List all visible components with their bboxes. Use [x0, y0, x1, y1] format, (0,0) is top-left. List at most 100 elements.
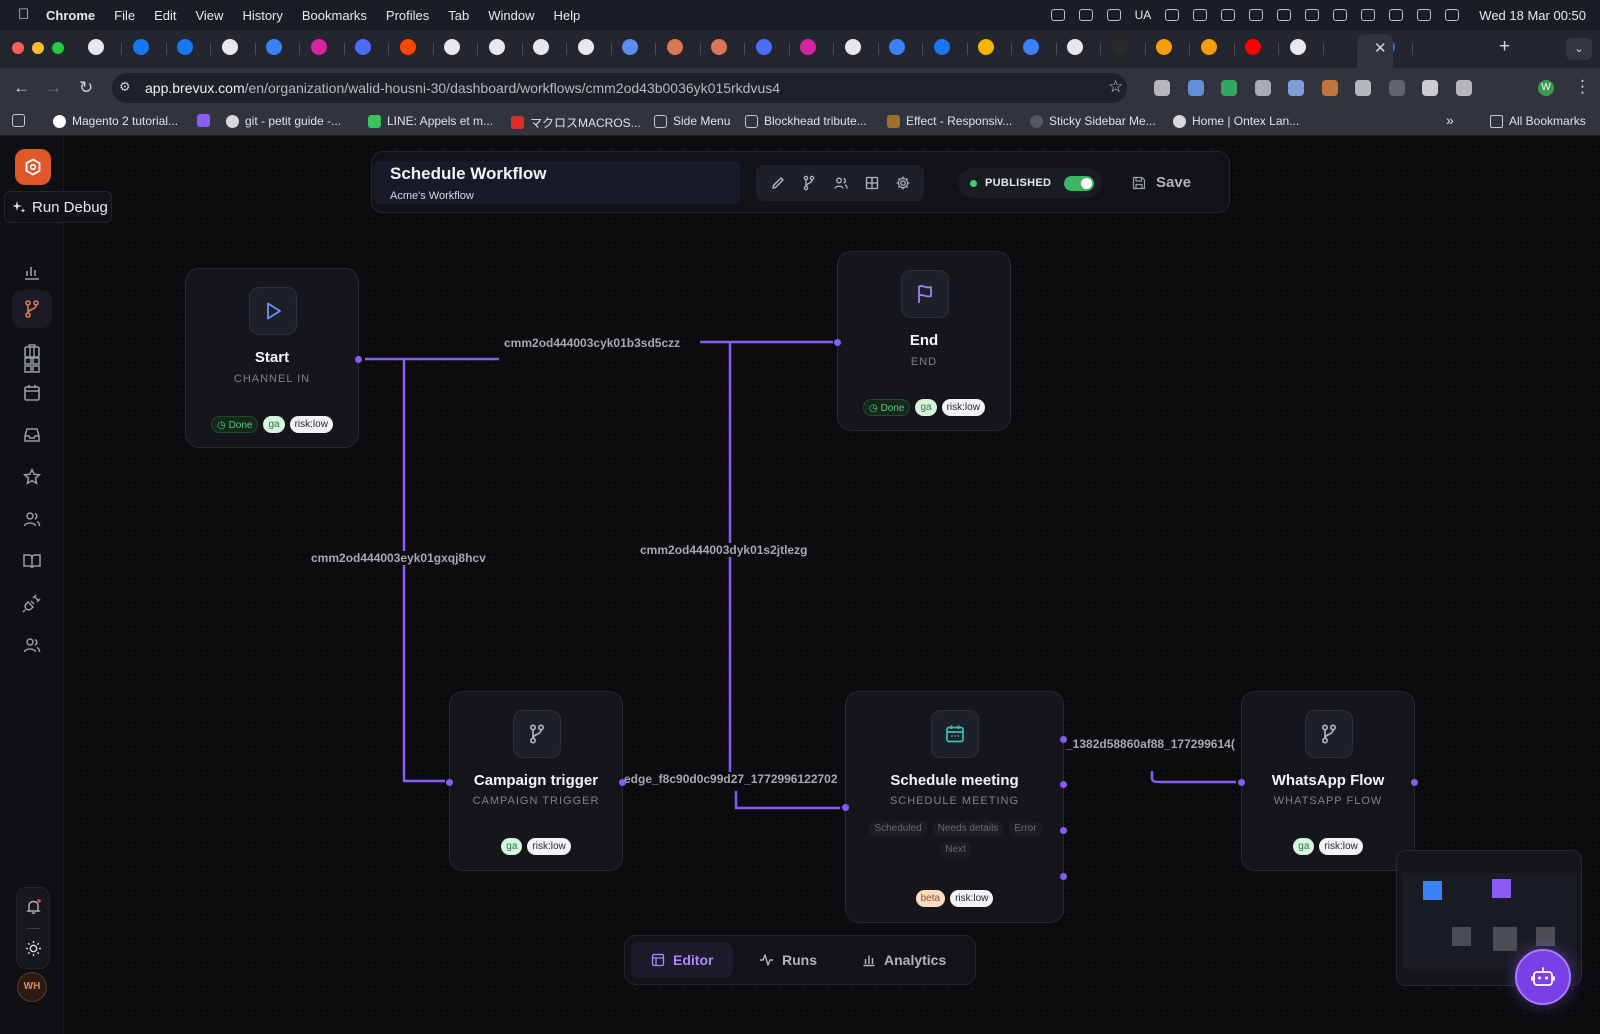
browser-tab[interactable] — [177, 39, 193, 55]
node-input-handle[interactable] — [842, 804, 849, 811]
bookmark-item[interactable]: git - petit guide -... — [226, 114, 341, 128]
browser-tab[interactable] — [844, 39, 861, 55]
status-icon[interactable] — [1050, 9, 1065, 21]
workflow-title[interactable]: Schedule Workflow — [390, 164, 547, 183]
ai-assistant-button[interactable] — [1515, 949, 1571, 1005]
reload-icon[interactable]: ↻ — [79, 78, 94, 97]
browser-tab[interactable] — [711, 39, 727, 55]
status-icon[interactable] — [1249, 9, 1264, 21]
node-whatsapp-flow[interactable]: WhatsApp Flow WHATSAPP FLOW ga risk:low — [1238, 691, 1418, 871]
publish-toggle[interactable] — [1064, 176, 1094, 191]
edge-campaign-schedule[interactable] — [734, 791, 840, 810]
tab-close-icon[interactable]: ✕ — [1374, 40, 1387, 57]
bookmark-item[interactable]: Home | Ontex Lan... — [1173, 114, 1299, 128]
edge-label-campaign-schedule[interactable]: edge_f8c90d0c99d27_1772996122702 — [622, 772, 840, 786]
node-output-handle[interactable] — [1411, 779, 1418, 786]
apple-icon[interactable]:  — [18, 7, 32, 22]
address-bar[interactable] — [112, 73, 1127, 103]
siri-icon[interactable] — [1417, 9, 1432, 21]
node-schedule-meeting[interactable]: Schedule meeting SCHEDULE MEETING Schedu… — [842, 691, 1067, 923]
window-close-button[interactable] — [12, 42, 24, 54]
output-handle-scheduled[interactable] — [1060, 736, 1067, 743]
browser-extension-icon[interactable] — [1187, 80, 1204, 96]
sun-icon[interactable] — [25, 940, 42, 957]
node-input-handle[interactable] — [446, 779, 453, 786]
menu-window[interactable]: Window — [488, 7, 535, 23]
browser-tab[interactable] — [88, 39, 104, 55]
status-icon[interactable] — [1277, 9, 1292, 21]
plug-icon[interactable] — [22, 593, 42, 613]
site-settings-icon[interactable]: ⚙ — [119, 79, 131, 94]
input-source-indicator[interactable]: UA — [1134, 8, 1152, 22]
browser-tab[interactable] — [622, 39, 638, 55]
browser-tab[interactable] — [1200, 39, 1217, 55]
edge-start-campaign[interactable] — [402, 359, 445, 783]
users-icon[interactable] — [22, 509, 42, 529]
browser-extension-icon[interactable] — [1388, 80, 1405, 96]
tab-analytics[interactable]: Analytics — [842, 942, 966, 978]
run-debug-tooltip[interactable]: Run Debug — [4, 191, 112, 223]
menu-profiles[interactable]: Profiles — [385, 7, 430, 23]
user-avatar[interactable]: WH — [17, 972, 47, 1002]
chrome-menu-kebab-icon[interactable]: ⋮ — [1574, 77, 1591, 96]
browser-extension-icon[interactable] — [1154, 80, 1170, 96]
browser-extension-icon[interactable] — [1221, 80, 1237, 96]
browser-tab[interactable] — [221, 39, 238, 55]
node-end[interactable]: End END ◷ Done ga risk:low — [834, 251, 1011, 431]
tab-editor[interactable]: Editor — [631, 942, 734, 978]
browser-tab[interactable] — [399, 39, 416, 55]
bookmark-item[interactable]: Effect - Responsiv... — [887, 114, 1012, 128]
bar-chart-icon[interactable] — [22, 262, 42, 282]
browser-tab[interactable] — [1289, 39, 1306, 55]
edge-label-start-end[interactable]: cmm2od444003cyk01b3sd5czz — [502, 336, 683, 350]
save-disk-icon[interactable] — [1132, 176, 1146, 190]
bookmark-item[interactable]: Blockhead tribute... — [745, 114, 867, 128]
browser-extension-icon[interactable] — [1254, 80, 1271, 96]
menubar-clock[interactable]: Wed 18 Mar 00:50 — [1479, 7, 1586, 23]
bookmark-item[interactable]: Sticky Sidebar Me... — [1030, 114, 1156, 128]
battery-icon[interactable] — [1333, 9, 1348, 21]
url-text[interactable]: app.brevux.com/en/organization/walid-hou… — [145, 80, 780, 96]
workflow-branch-icon[interactable] — [22, 299, 42, 319]
browser-tab[interactable] — [266, 39, 282, 55]
browser-extension-icon[interactable] — [1422, 80, 1438, 96]
bookmark-item[interactable]: LINE: Appels et m... — [368, 114, 493, 128]
browser-tab[interactable] — [800, 39, 816, 55]
bookmark-item[interactable] — [197, 114, 210, 127]
node-output-handle[interactable] — [619, 779, 626, 786]
browser-tab[interactable] — [533, 39, 549, 55]
edge-campaign-end[interactable] — [628, 342, 732, 784]
all-bookmarks-folder[interactable]: All Bookmarks — [1490, 114, 1586, 128]
menu-view[interactable]: View — [195, 7, 224, 23]
wifi-icon[interactable] — [1361, 9, 1376, 21]
browser-tab[interactable] — [132, 39, 149, 55]
bell-icon[interactable] — [25, 898, 42, 915]
profile-avatar[interactable]: W — [1538, 80, 1554, 96]
title-editor[interactable] — [374, 161, 740, 204]
status-icon[interactable] — [1106, 9, 1121, 21]
output-handle-needs-details[interactable] — [1060, 781, 1067, 788]
branch-icon[interactable] — [801, 175, 817, 191]
edge-label-campaign-end[interactable]: cmm2od444003dyk01s2jtlezg — [638, 543, 810, 557]
output-handle-next[interactable] — [1060, 873, 1067, 880]
browser-extension-icon[interactable] — [1288, 80, 1304, 96]
inbox-icon[interactable] — [22, 425, 42, 445]
browser-extension-icon[interactable] — [1355, 80, 1371, 96]
menu-tab[interactable]: Tab — [448, 7, 470, 23]
browser-extension-icon[interactable] — [1321, 80, 1338, 96]
menu-app-name[interactable]: Chrome — [46, 7, 96, 23]
volume-icon[interactable] — [1221, 9, 1236, 21]
browser-tab[interactable] — [755, 39, 772, 55]
bookmark-star-icon[interactable]: ☆ — [1108, 77, 1124, 96]
bookmark-item[interactable]: マクロスMACROS... — [511, 114, 641, 131]
bookmark-item[interactable]: Magento 2 tutorial... — [53, 114, 178, 128]
control-center-icon[interactable] — [1445, 9, 1460, 21]
node-input-handle[interactable] — [834, 339, 841, 346]
new-tab-button[interactable]: + — [1499, 36, 1511, 57]
node-campaign-trigger[interactable]: Campaign trigger CAMPAIGN TRIGGER ga ris… — [446, 691, 626, 871]
pencil-icon[interactable] — [770, 175, 786, 191]
tab-search-chevron-icon[interactable]: ⌄ — [1566, 38, 1592, 60]
browser-tab[interactable] — [310, 39, 327, 55]
browser-extension-icon[interactable] — [1455, 80, 1472, 96]
browser-tab[interactable] — [933, 39, 950, 55]
